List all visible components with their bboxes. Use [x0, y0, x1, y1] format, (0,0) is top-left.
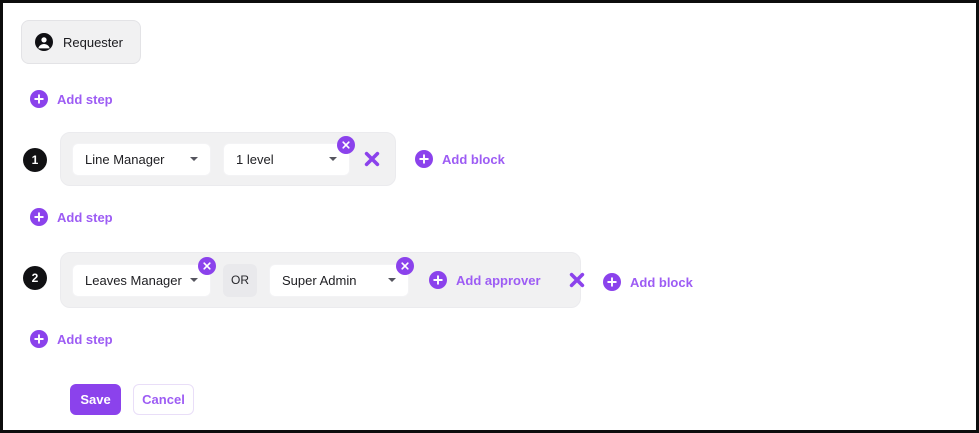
delete-block-button-2[interactable] — [567, 270, 587, 290]
add-step-button-1[interactable]: Add step — [30, 90, 113, 108]
remove-approver-icon[interactable] — [337, 135, 355, 154]
add-step-button-2[interactable]: Add step — [30, 208, 113, 226]
approver-block-1: Line Manager 1 level — [60, 132, 396, 186]
plus-circle-icon — [415, 150, 433, 168]
plus-circle-icon — [30, 330, 48, 348]
step-number-badge-1: 1 — [23, 148, 47, 172]
plus-circle-icon — [429, 271, 447, 289]
approver-type-value: Line Manager — [85, 151, 165, 167]
chevron-down-icon — [190, 278, 198, 282]
approver-select-2a[interactable]: Leaves Manager — [72, 256, 216, 297]
close-x-icon — [364, 151, 380, 167]
chevron-down-icon — [388, 278, 396, 282]
add-block-button-1[interactable]: Add block — [415, 150, 505, 168]
requester-label: Requester — [63, 34, 123, 50]
plus-circle-icon — [603, 273, 621, 291]
remove-approver-icon[interactable] — [198, 256, 216, 275]
add-step-label: Add step — [57, 209, 113, 225]
add-block-button-2[interactable]: Add block — [603, 273, 693, 291]
add-step-button-3[interactable]: Add step — [30, 330, 113, 348]
level-select-1[interactable]: 1 level — [223, 135, 355, 176]
approver-value: Super Admin — [282, 272, 357, 288]
approver-block-2: Leaves Manager OR Super Admin — [60, 252, 584, 308]
step-number-badge-2: 2 — [23, 266, 47, 290]
close-icon — [337, 135, 355, 154]
close-x-icon — [569, 272, 584, 288]
add-step-label: Add step — [57, 331, 113, 347]
approver-type-select-1[interactable]: Line Manager — [72, 142, 211, 176]
approver-select-2b[interactable]: Super Admin — [269, 256, 414, 297]
add-block-label: Add block — [442, 151, 505, 167]
cancel-button[interactable]: Cancel — [133, 384, 194, 415]
remove-approver-icon[interactable] — [396, 256, 414, 275]
person-icon — [35, 33, 53, 51]
level-value: 1 level — [236, 151, 274, 167]
requester-button[interactable]: Requester — [21, 20, 141, 64]
close-icon — [198, 256, 216, 275]
close-icon — [396, 256, 414, 275]
save-button[interactable]: Save — [70, 384, 121, 415]
or-operator-chip: OR — [223, 263, 257, 297]
approver-value: Leaves Manager — [85, 272, 182, 288]
plus-circle-icon — [30, 90, 48, 108]
chevron-down-icon — [329, 157, 337, 161]
add-step-label: Add step — [57, 91, 113, 107]
delete-block-button-1[interactable] — [362, 149, 382, 169]
plus-circle-icon — [30, 208, 48, 226]
add-block-label: Add block — [630, 274, 693, 290]
add-approver-button[interactable]: Add approver — [429, 264, 541, 297]
add-approver-label: Add approver — [456, 272, 541, 288]
chevron-down-icon — [190, 157, 198, 161]
